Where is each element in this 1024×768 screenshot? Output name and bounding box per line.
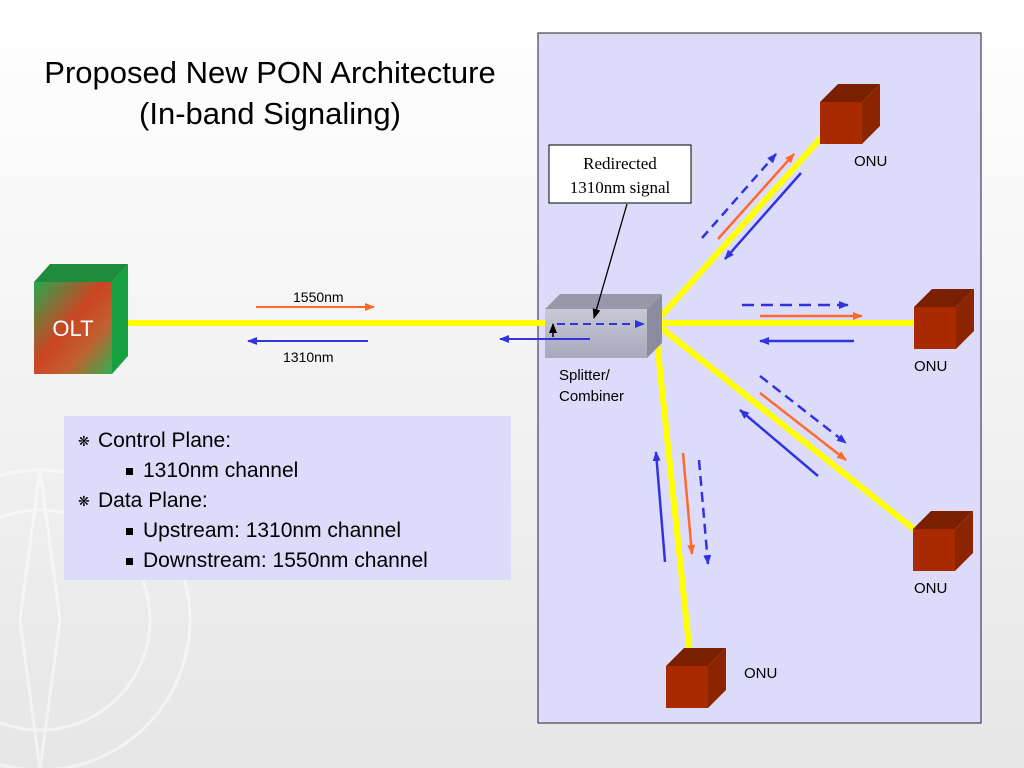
snowflake-bullet-icon: ❋	[78, 433, 90, 449]
fiber-onu-3	[652, 320, 918, 533]
onu-box-2	[914, 289, 974, 349]
splitter-label-line1: Splitter/	[559, 367, 611, 384]
square-bullet-icon	[126, 557, 133, 565]
bullet-control-plane: ❋ Control Plane:	[78, 426, 511, 456]
downstream-arrow-onu-4	[681, 452, 696, 555]
sub-bullet-upstream: Upstream: 1310nm channel	[78, 516, 511, 546]
splitter-label-line2: Combiner	[559, 388, 624, 405]
bullet-data-plane: ❋ Data Plane:	[78, 486, 511, 516]
sub-bullet-downstream: Downstream: 1550nm channel	[78, 546, 511, 576]
square-bullet-icon	[126, 527, 133, 535]
olt-label: OLT	[52, 316, 93, 341]
onu-label-4: ONU	[744, 665, 777, 682]
control-arrow-onu-4	[697, 459, 712, 565]
bullet-text: Control Plane:	[98, 429, 232, 452]
sub-bullet-text: 1310nm channel	[143, 459, 299, 482]
callout-line2: 1310nm signal	[570, 178, 671, 197]
splitter-box	[545, 294, 662, 358]
onu-box-3	[913, 511, 973, 571]
onu-box-4	[666, 648, 726, 708]
control-arrow-onu-1	[701, 153, 777, 239]
bullet-text: Data Plane:	[98, 489, 208, 512]
sub-bullet-text: Upstream: 1310nm channel	[143, 519, 401, 542]
upstream-arrow-onu-3	[739, 409, 819, 477]
slide-title: Proposed New PON Architecture (In-band S…	[20, 52, 520, 134]
fiber-lines	[115, 127, 918, 658]
fiber-onu-4	[652, 320, 693, 658]
downstream-arrow-onu-3	[759, 392, 847, 461]
downstream-arrow-onu-1	[717, 153, 795, 240]
onu-label-2: ONU	[914, 358, 947, 375]
callout-pointer	[592, 203, 628, 319]
wavelength-label-1550: 1550nm	[293, 289, 344, 305]
slide-title-line1: Proposed New PON Architecture	[44, 55, 496, 90]
upstream-arrow-onu-1	[724, 172, 802, 260]
wavelength-label-1310: 1310nm	[283, 349, 334, 365]
onu-label-1: ONU	[854, 153, 887, 170]
sub-bullet-control-channel: 1310nm channel	[78, 456, 511, 486]
snowflake-bullet-icon: ❋	[78, 493, 90, 509]
fiber-onu-1	[652, 127, 831, 326]
sub-bullet-text: Downstream: 1550nm channel	[143, 549, 428, 572]
callout-redirected-signal: Redirected 1310nm signal	[548, 144, 692, 204]
upstream-arrow-onu-4	[652, 451, 667, 563]
slide-title-line2: (In-band Signaling)	[139, 96, 401, 131]
onu-box-1	[820, 84, 880, 144]
square-bullet-icon	[126, 467, 133, 475]
onu-label-3: ONU	[914, 580, 947, 597]
bullet-panel: ❋ Control Plane: 1310nm channel ❋ Data P…	[64, 416, 511, 580]
callout-line1: Redirected	[583, 154, 657, 173]
compass-watermark	[0, 468, 192, 768]
olt-box: OLT	[34, 264, 128, 374]
control-arrow-onu-3	[759, 375, 847, 444]
